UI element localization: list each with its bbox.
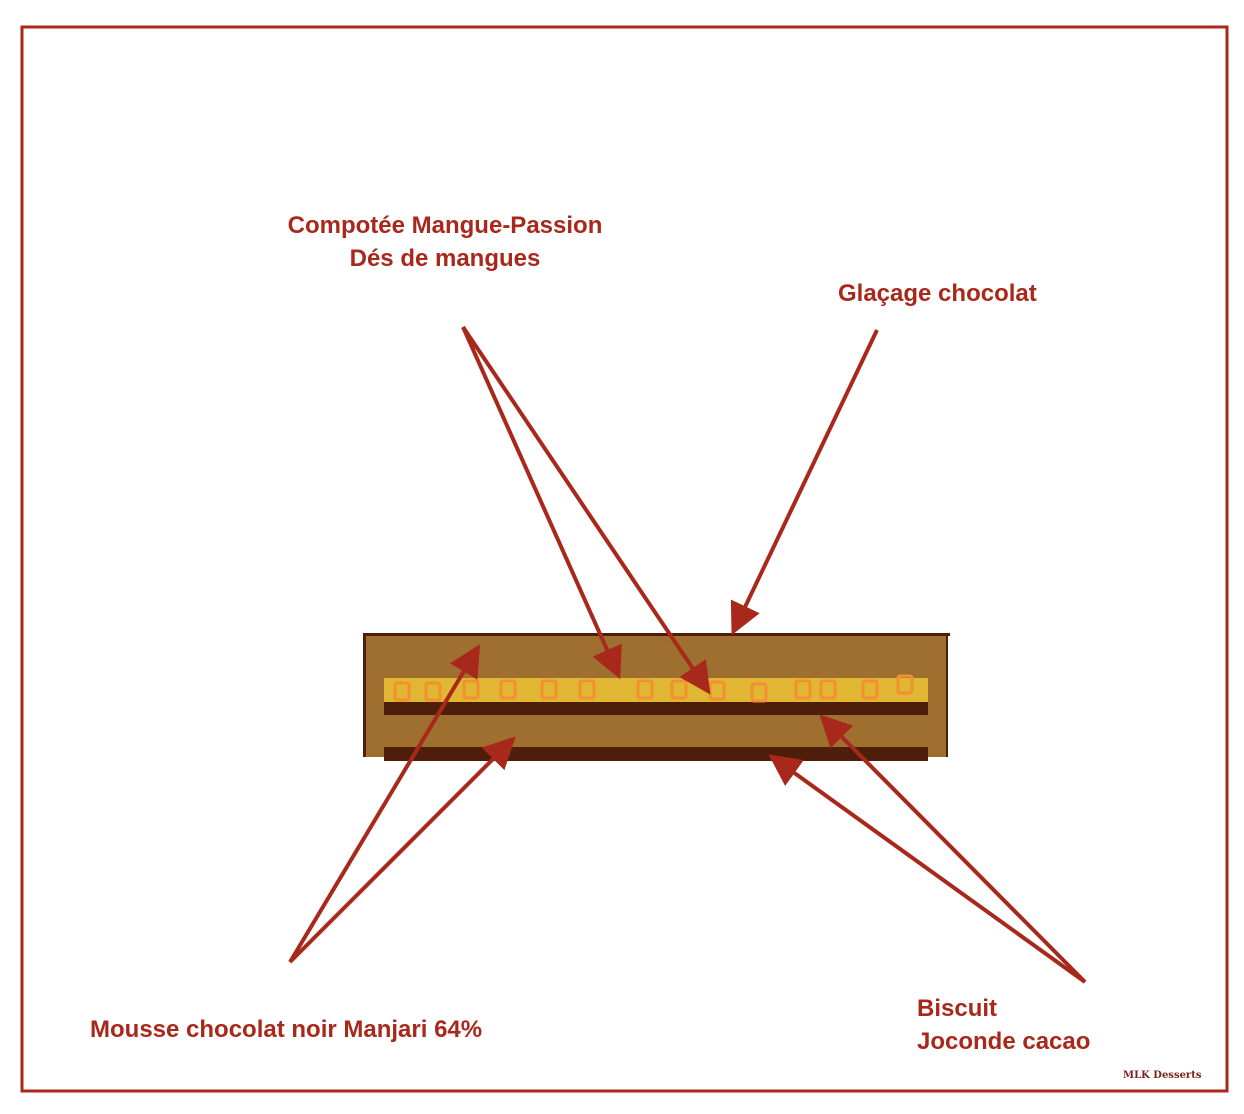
mango-dice-piece [794,679,812,700]
label-biscuit-line2: Joconde cacao [917,1028,1090,1055]
mango-dice-piece [896,674,914,695]
arrows [288,325,1087,984]
mango-dice-piece [861,679,879,700]
signature: MLK Desserts [1123,1070,1202,1081]
mango-dice-piece [424,681,442,702]
arrow-mousse-1 [288,644,481,964]
arrow-glacage [730,329,879,636]
mango-dice-piece [499,679,517,700]
mango-dice-piece [462,679,480,700]
arrow-biscuit-2 [768,754,1087,984]
biscuit-layer-bottom [384,747,928,761]
mango-dice-piece [636,679,654,700]
biscuit-layer-top [384,702,928,715]
label-biscuit-line1: Biscuit [917,995,997,1022]
arrow-compotee-1 [461,326,622,680]
arrow-compotee-2 [461,325,711,695]
mango-dice-piece [578,679,596,700]
arrow-biscuit-1 [819,714,1087,984]
mango-dice [393,674,914,703]
cake-cross-section [363,633,950,761]
label-compotee-line2: Dés de mangues [350,245,541,272]
mango-dice-piece [540,679,558,700]
mango-dice-piece [750,682,768,703]
frame-border [20,25,1229,1093]
label-mousse: Mousse chocolat noir Manjari 64% [90,1016,482,1043]
arrow-mousse-2 [288,736,516,964]
label-compotee-line1: Compotée Mangue-Passion [288,212,603,239]
label-glacage: Glaçage chocolat [838,280,1037,307]
mango-dice-piece [819,679,837,700]
mango-dice-piece [393,681,411,702]
